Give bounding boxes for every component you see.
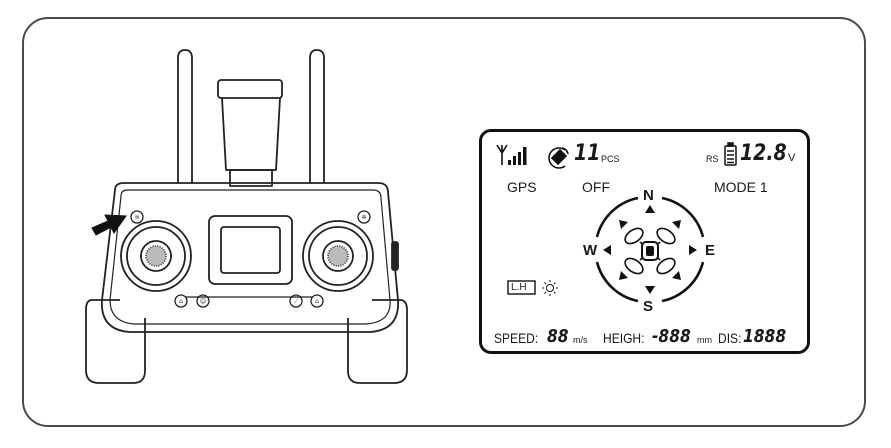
gps-label: GPS <box>507 179 537 195</box>
left-joystick <box>120 220 192 292</box>
compass-east: E <box>705 242 716 259</box>
svg-text:≋: ≋ <box>134 214 139 221</box>
compass-south: S <box>643 298 654 315</box>
phone-holder <box>217 79 283 187</box>
compass-ring <box>595 196 705 303</box>
left-antenna <box>177 49 193 183</box>
figure-frame <box>22 17 866 427</box>
satellite-unit: PCS <box>601 154 620 164</box>
satellite-icon <box>548 147 569 169</box>
compass-north: N <box>643 187 654 204</box>
distance-value: 1888 <box>743 326 787 347</box>
lh-label: L.H <box>511 282 527 293</box>
height-label: HEIGH: <box>603 330 645 346</box>
height-unit: mm <box>697 335 712 345</box>
svg-text:⌂: ⌂ <box>315 298 319 305</box>
arrow-icon <box>91 214 127 236</box>
right-grip <box>347 299 408 384</box>
lock-button <box>174 294 188 308</box>
top-left-button <box>130 210 144 224</box>
compass-west: W <box>583 242 598 259</box>
drone-icon <box>624 227 676 275</box>
speed-value: 88 <box>547 326 569 347</box>
svg-text:✲: ✲ <box>361 214 366 221</box>
sun-icon <box>542 280 558 296</box>
battery-icon <box>724 142 737 166</box>
right-joystick <box>302 220 374 292</box>
voltage-unit: V <box>788 152 796 164</box>
rs-label: RS <box>706 154 719 164</box>
signal-bars-icon <box>496 144 527 165</box>
speed-label: SPEED: <box>494 330 539 346</box>
direction-triangles <box>603 205 697 294</box>
right-antenna <box>309 49 325 183</box>
svg-text:⟋: ⟋ <box>294 298 299 305</box>
battery-voltage: 12.8 <box>740 141 787 166</box>
speed-button <box>289 294 303 308</box>
lh-box <box>507 280 536 295</box>
distance-label: DIS: <box>718 330 742 346</box>
speed-unit: m/s <box>573 335 588 345</box>
svg-text:☺: ☺ <box>200 298 206 305</box>
headless-button <box>196 294 210 308</box>
mode-label: MODE 1 <box>714 179 768 195</box>
top-right-button <box>357 210 371 224</box>
svg-text:⌂: ⌂ <box>179 298 183 305</box>
gps-status: OFF <box>582 179 610 195</box>
left-grip <box>85 299 146 384</box>
controller-body <box>101 182 399 333</box>
height-value: -888 <box>652 326 691 347</box>
satellite-count: 11 <box>574 141 601 166</box>
camera-button <box>310 294 324 308</box>
